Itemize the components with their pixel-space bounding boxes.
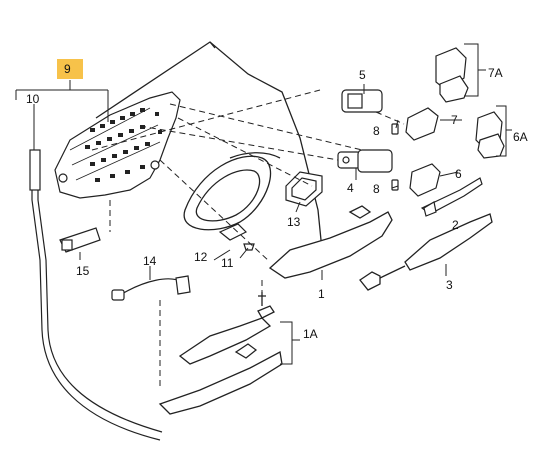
trim-cap (285, 171, 323, 207)
callout-5: 5 (359, 68, 366, 82)
screw-11 (218, 223, 255, 251)
callout-13: 13 (287, 215, 301, 229)
callout-11: 11 (221, 256, 234, 270)
callout-15: 15 (76, 264, 90, 278)
assembly-lines (91, 89, 405, 390)
door-cover-ring (183, 152, 281, 231)
callout-10: 10 (26, 92, 40, 106)
door-carrier (54, 91, 181, 199)
bowden-cable (29, 149, 163, 441)
callout-9-highlight: 9 (57, 59, 83, 79)
end-cap-7 (405, 107, 439, 141)
callout-12: 12 (194, 250, 208, 264)
lock-cylinder-housing (341, 89, 383, 113)
callout-1: 1 (318, 287, 325, 301)
callout-7A: 7A (488, 66, 503, 80)
leader-lines (15, 43, 512, 365)
end-cap-6A (475, 111, 505, 159)
callout-6A: 6A (513, 130, 528, 144)
callout-14: 14 (143, 254, 157, 268)
callout-2: 2 (452, 218, 459, 232)
callout-8-lower: 8 (373, 182, 380, 196)
wire-harness-14 (111, 275, 191, 301)
door-panel (95, 41, 323, 251)
callout-3: 3 (446, 278, 453, 292)
handle-2 (420, 177, 483, 217)
handle-3 (359, 213, 493, 291)
callout-6: 6 (455, 167, 462, 181)
end-cap-6 (409, 163, 441, 197)
callout-9: 9 (64, 62, 71, 76)
callout-1A: 1A (303, 327, 318, 341)
lock-cylinder (337, 149, 393, 173)
callout-4: 4 (347, 181, 354, 195)
end-cap-7A (435, 47, 469, 103)
callout-7: 7 (451, 113, 458, 127)
exterior-handle (268, 205, 393, 279)
callout-8-upper: 8 (373, 124, 380, 138)
connector-15 (59, 227, 101, 253)
spacer-8 (391, 123, 399, 191)
handle-1A (158, 292, 283, 415)
